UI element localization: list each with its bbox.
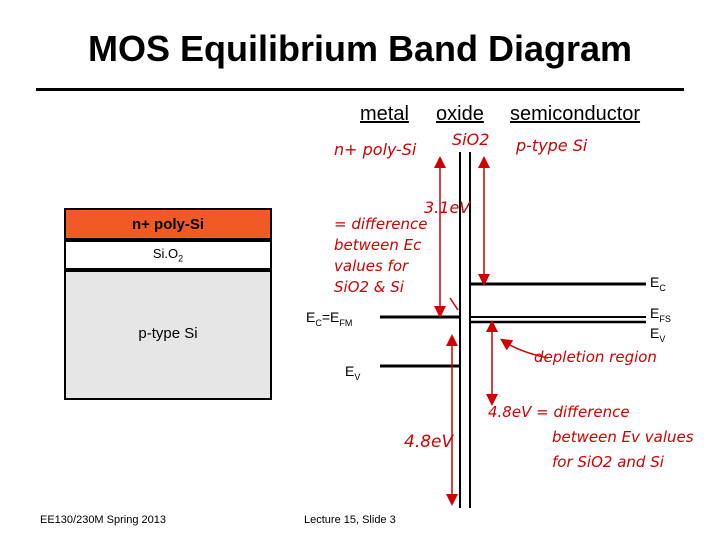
annot-n-poly: n+ poly-Si (334, 140, 417, 159)
metal-ev-label: EV (345, 363, 361, 382)
metal-ef-label: EC=EFM (306, 309, 353, 328)
semi-ec-label: EC (650, 274, 666, 293)
column-label-metal: metal (360, 103, 409, 125)
page-title: MOS Equilibrium Band Diagram (87, 28, 633, 69)
annot-diff-ev-line-1: 4.8eV = difference (488, 403, 630, 421)
annot-diff-ec-line-3: values for (334, 257, 409, 275)
oxide-layer: Si.O2 (64, 240, 272, 270)
footer-course: EE130/230M Spring 2013 (40, 514, 166, 526)
annot-sio2: SiO2 (452, 130, 490, 149)
gate-label: n+ poly-Si (131, 215, 205, 233)
annot-diff-ev-line-2: between Ev values (552, 428, 694, 446)
annot-diff-ec-line-1: = difference (334, 215, 428, 233)
annot-diff-ec-line-2: between Ec (334, 236, 422, 254)
substrate-label: p-type Si (138, 325, 198, 342)
annot-gap-top: 3.1eV (424, 198, 471, 217)
annot-diff-ev: 4.8eV = difference between Ev values for… (488, 400, 694, 475)
semi-ev-label: EV (650, 325, 666, 344)
semi-ef-label: EFS (650, 305, 671, 324)
footer-slide: Lecture 15, Slide 3 (304, 514, 396, 526)
oxide-label: Si.O2 (152, 246, 184, 264)
column-label-semiconductor: semiconductor (510, 103, 641, 125)
annot-diff-ev-line-3: for SiO2 and Si (552, 453, 664, 471)
diff-ec-pointer (449, 297, 459, 311)
annot-diff-ec-line-4: SiO2 & Si (334, 278, 404, 296)
substrate-layer (64, 270, 272, 400)
annot-gap-bottom: 4.8eV (404, 432, 454, 452)
column-label-oxide: oxide (436, 103, 484, 125)
annot-depletion: depletion region (534, 348, 657, 366)
title-underline (36, 88, 684, 91)
annot-p-type: p-type Si (516, 136, 588, 155)
gate-layer: n+ poly-Si (64, 208, 272, 240)
annot-diff-ec: = difference between Ec values for SiO2 … (334, 214, 427, 298)
depletion-arrow (500, 338, 549, 359)
